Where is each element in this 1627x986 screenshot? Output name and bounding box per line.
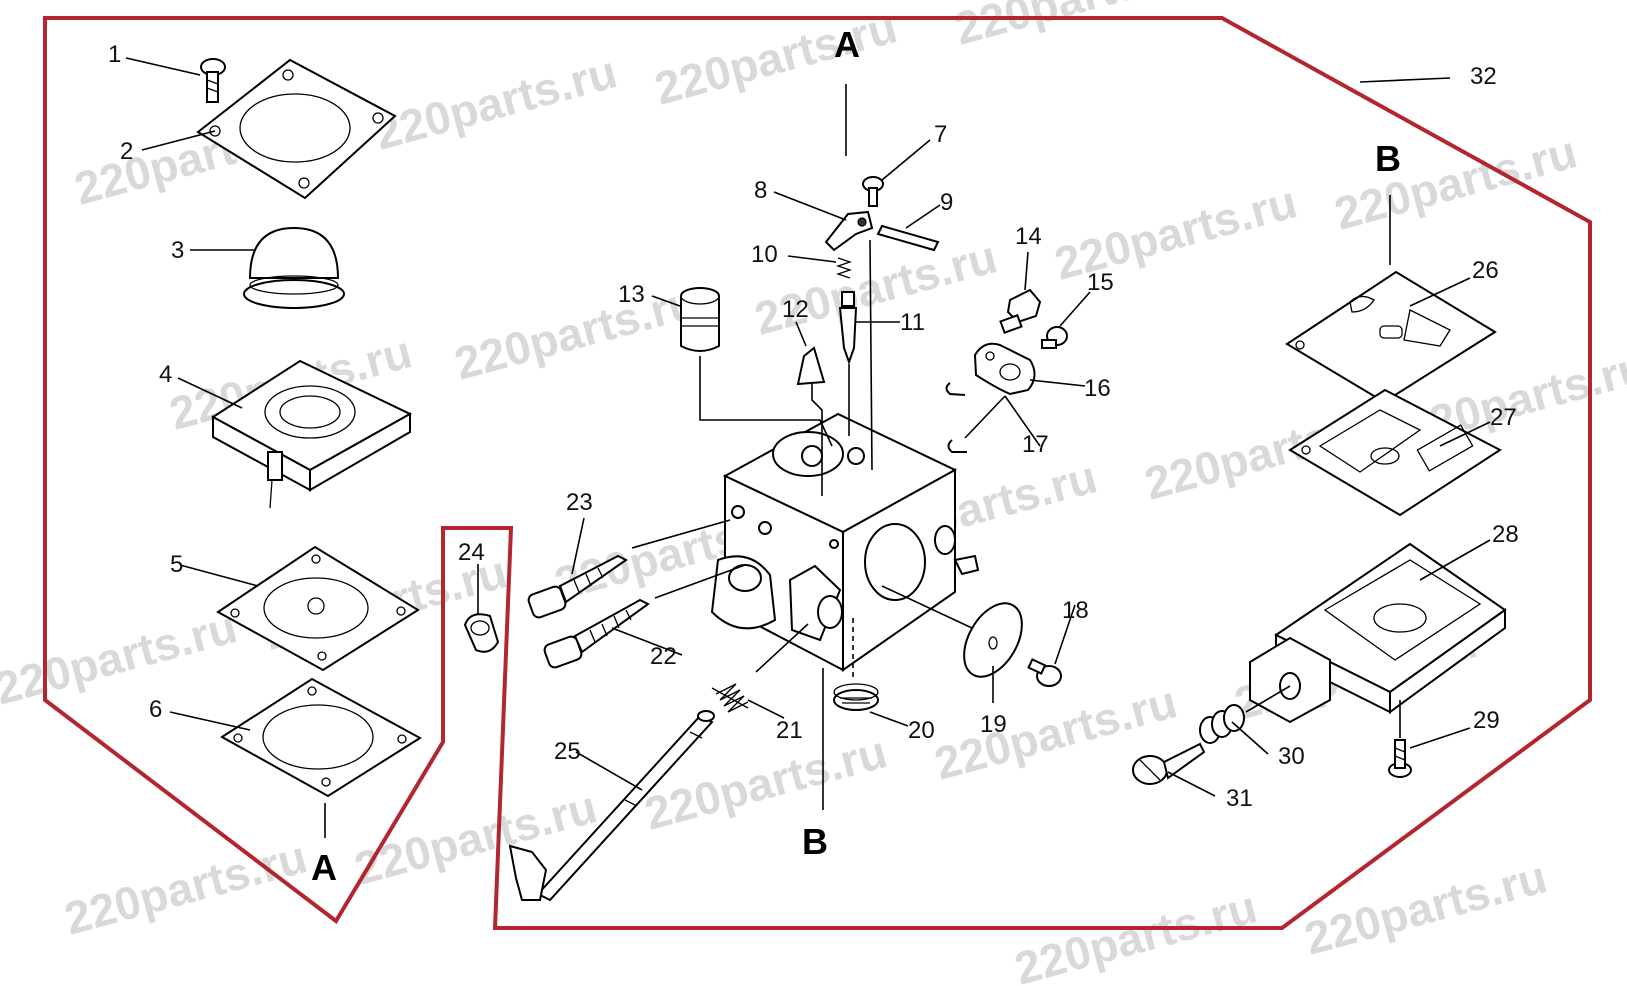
part-metering-diaphragm (216, 545, 420, 672)
part-clips (945, 382, 1041, 453)
callout-21: 21 (776, 717, 803, 744)
part-throttle-disc (963, 602, 1023, 678)
callout-12: 12 (782, 296, 809, 323)
watermark: 220parts.ru (949, 0, 1202, 55)
part-filter-screen (833, 683, 879, 711)
part-limiter-cap (463, 613, 500, 653)
callout-10: 10 (751, 241, 778, 268)
callout-2: 2 (120, 138, 133, 165)
part-mixture-screw-l (543, 598, 650, 669)
callout-27: 27 (1490, 404, 1517, 431)
part-pin (876, 224, 940, 252)
callout-25: 25 (554, 738, 581, 765)
part-cover-plate (196, 58, 397, 200)
watermark: 220parts.ru (59, 830, 312, 944)
letter-a-top: A (834, 24, 860, 65)
callout-30: 30 (1278, 743, 1305, 770)
watermark: 220parts.ru (449, 275, 702, 389)
watermark: 220parts.ru (749, 230, 1002, 344)
callout-20: 20 (908, 717, 935, 744)
watermark: 220parts.ru (0, 600, 242, 714)
part-pump-screw (1388, 700, 1412, 778)
part-primer-housing (211, 359, 413, 509)
callout-17: 17 (1022, 431, 1049, 458)
part-spring (835, 257, 853, 279)
part-needle-valve (838, 291, 858, 365)
watermark: 220parts.ru (1009, 880, 1262, 986)
letter-b-top: B (1375, 138, 1401, 179)
watermark: 220parts.ru (1329, 125, 1582, 239)
callout-32: 32 (1470, 63, 1497, 90)
part-lever-screw (862, 176, 884, 207)
part-throttle-lever (999, 288, 1042, 334)
part-pump-gasket (1285, 270, 1497, 404)
callout-6: 6 (149, 696, 162, 723)
part-gasket (220, 677, 422, 798)
letter-a-bottom: A (311, 847, 337, 888)
callout-14: 14 (1015, 223, 1042, 250)
part-mixture-screw-h (527, 554, 628, 619)
callout-16: 16 (1084, 375, 1111, 402)
leader-8-to-body (869, 239, 873, 471)
callout-19: 19 (980, 711, 1007, 738)
callout-3: 3 (171, 237, 184, 264)
callout-1: 1 (108, 41, 121, 68)
callout-28: 28 (1492, 521, 1519, 548)
leader-12-to-body (811, 384, 823, 496)
callout-7: 7 (934, 121, 947, 148)
part-small-screw (1041, 326, 1068, 349)
callout-22: 22 (650, 643, 677, 670)
letter-b-bottom: B (802, 821, 828, 862)
callout-4: 4 (159, 361, 172, 388)
part-pump-cover (1249, 542, 1507, 724)
part-pump-diaphragm (1288, 388, 1502, 517)
callout-29: 29 (1473, 707, 1500, 734)
part-cover-screw (1027, 658, 1062, 687)
callout-15: 15 (1087, 269, 1114, 296)
part-primer-bulb (243, 226, 345, 309)
part-bracket-plate (973, 342, 1036, 396)
leader-22-to-body (654, 564, 746, 599)
leader-23-to-body (631, 519, 731, 549)
part-cylinder (680, 287, 720, 352)
leader-21-to-body (755, 623, 809, 673)
leader-19-to-body (881, 585, 973, 629)
part-screw (200, 58, 226, 103)
callout-23: 23 (566, 489, 593, 516)
callout-leaders (125, 57, 1491, 797)
callout-13: 13 (618, 281, 645, 308)
callout-5: 5 (170, 551, 183, 578)
part-idle-screw (1132, 685, 1291, 785)
callout-18: 18 (1062, 597, 1089, 624)
part-carburetor-body (710, 412, 980, 672)
part-control-lever (824, 210, 874, 252)
watermark: 220parts.ru (1299, 850, 1552, 964)
callout-8: 8 (754, 177, 767, 204)
callout-26: 26 (1472, 257, 1499, 284)
leader-13-to-body (699, 356, 833, 447)
callout-numbers: 1 2 3 4 5 6 7 8 9 10 11 12 13 14 15 16 1… (108, 41, 1519, 812)
watermark: 220parts.ru (369, 45, 622, 159)
part-cone (796, 346, 826, 386)
part-throttle-shaft (508, 710, 715, 902)
part-idle-screw-spring (1199, 704, 1245, 744)
callout-9: 9 (940, 189, 953, 216)
callout-11: 11 (900, 309, 925, 336)
callout-31: 31 (1226, 785, 1253, 812)
kit-outline (43, 16, 1592, 930)
part-idle-spring (711, 683, 749, 713)
callout-24: 24 (458, 539, 485, 566)
